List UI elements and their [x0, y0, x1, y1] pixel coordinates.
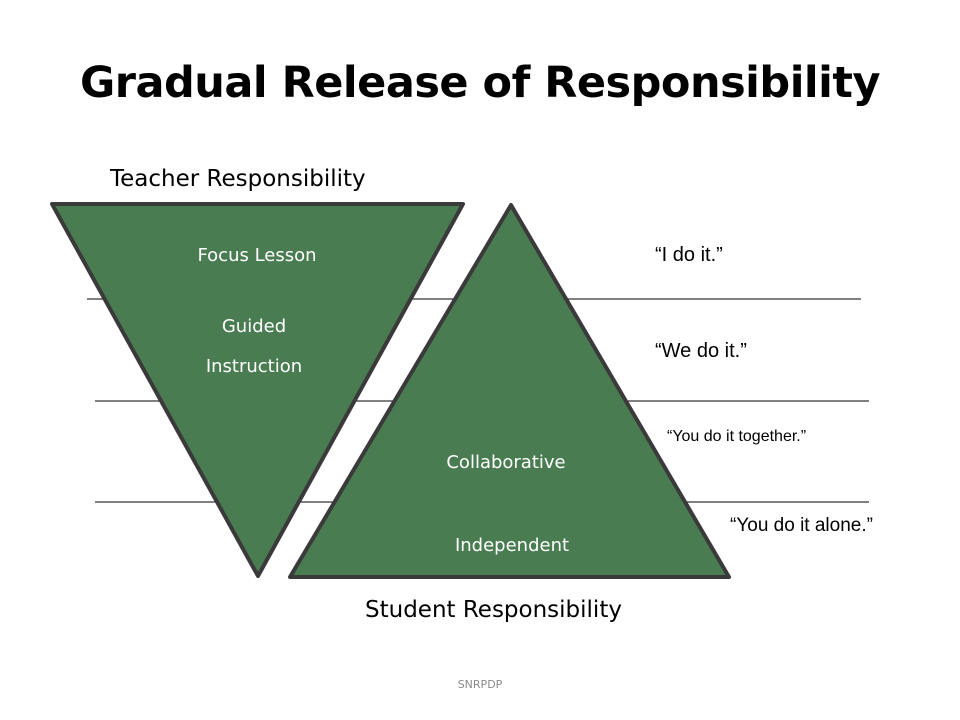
stage-independent: Independent: [455, 535, 569, 556]
footer-text: SNRPDP: [457, 678, 503, 691]
stage-focus-lesson: Focus Lesson: [197, 245, 316, 266]
quote-you-do-it-together: “You do it together.”: [667, 428, 807, 445]
quote-you-do-it-alone: “You do it alone.”: [730, 515, 873, 536]
teacher-inverted-triangle: [50, 202, 465, 578]
stage-collaborative: Collaborative: [446, 452, 565, 473]
slide-title: Gradual Release of Responsibility: [80, 58, 881, 108]
student-responsibility-label: Student Responsibility: [365, 597, 622, 623]
quote-i-do-it: “I do it.”: [655, 244, 723, 266]
student-upright-triangle: [288, 203, 731, 579]
stage-guided-line1: Guided: [222, 316, 286, 337]
quote-we-do-it: “We do it.”: [655, 340, 747, 362]
stage-guided-line2: Instruction: [206, 356, 302, 377]
teacher-responsibility-label: Teacher Responsibility: [110, 166, 366, 192]
